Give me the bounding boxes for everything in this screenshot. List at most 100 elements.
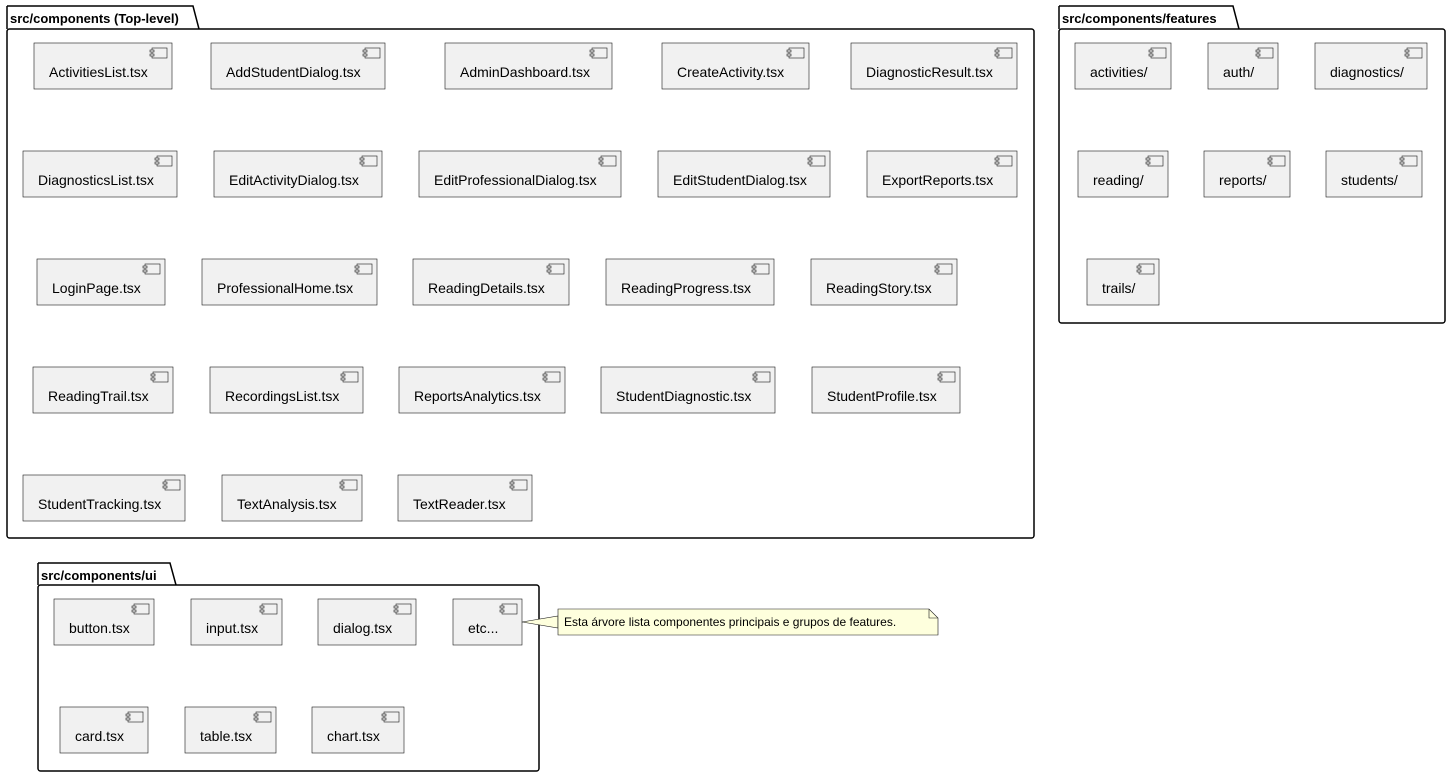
component-etc[interactable]: etc... xyxy=(452,598,523,646)
component-activitieslist-tsx[interactable]: ActivitiesList.tsx xyxy=(33,42,173,90)
component-textreader-tsx[interactable]: TextReader.tsx xyxy=(397,474,533,522)
component-label: button.tsx xyxy=(69,620,130,636)
component-box xyxy=(605,258,775,306)
component-label: DiagnosticsList.tsx xyxy=(38,172,154,188)
component-box xyxy=(33,42,173,90)
note-connector xyxy=(521,615,559,629)
component-editprofessionaldialog-tsx[interactable]: EditProfessionalDialog.tsx xyxy=(418,150,622,198)
component-box xyxy=(190,598,283,646)
component-icon xyxy=(1148,47,1167,59)
component-table-tsx[interactable]: table.tsx xyxy=(184,706,277,754)
package-frame xyxy=(1058,28,1446,324)
component-exportreports-tsx[interactable]: ExportReports.tsx xyxy=(866,150,1018,198)
component-box xyxy=(810,258,958,306)
component-icon xyxy=(1404,47,1423,59)
component-icon xyxy=(131,603,150,615)
component-createactivity-tsx[interactable]: CreateActivity.tsx xyxy=(661,42,810,90)
component-label: reports/ xyxy=(1219,172,1267,188)
component-box xyxy=(210,42,386,90)
component-label: ReadingStory.tsx xyxy=(826,280,932,296)
component-icon xyxy=(154,155,173,167)
component-label: activities/ xyxy=(1090,64,1148,80)
component-editstudentdialog-tsx[interactable]: EditStudentDialog.tsx xyxy=(657,150,831,198)
component-icon xyxy=(354,263,373,275)
component-chart-tsx[interactable]: chart.tsx xyxy=(311,706,405,754)
component-admindashboard-tsx[interactable]: AdminDashboard.tsx xyxy=(444,42,613,90)
component-box xyxy=(397,474,533,522)
component-label: TextAnalysis.tsx xyxy=(237,496,337,512)
component-readingprogress-tsx[interactable]: ReadingProgress.tsx xyxy=(605,258,775,306)
note-fold xyxy=(928,609,938,619)
component-addstudentdialog-tsx[interactable]: AddStudentDialog.tsx xyxy=(210,42,386,90)
component-box xyxy=(418,150,622,198)
component-reportsanalytics-tsx[interactable]: ReportsAnalytics.tsx xyxy=(398,366,566,414)
component-recordingslist-tsx[interactable]: RecordingsList.tsx xyxy=(209,366,364,414)
component-label: ExportReports.tsx xyxy=(882,172,993,188)
component-icon xyxy=(1255,47,1274,59)
component-icon xyxy=(125,711,144,723)
component-label: chart.tsx xyxy=(327,728,380,744)
component-studentdiagnostic-tsx[interactable]: StudentDiagnostic.tsx xyxy=(600,366,776,414)
component-readingdetails-tsx[interactable]: ReadingDetails.tsx xyxy=(412,258,570,306)
component-label: DiagnosticResult.tsx xyxy=(866,64,993,80)
component-label: dialog.tsx xyxy=(333,620,392,636)
component-icon xyxy=(150,371,169,383)
component-icon xyxy=(542,371,561,383)
component-icon xyxy=(786,47,805,59)
component-box xyxy=(201,258,378,306)
package-title: src/components/features xyxy=(1062,11,1217,26)
component-diagnostics[interactable]: diagnostics/ xyxy=(1314,42,1428,90)
component-label: ActivitiesList.tsx xyxy=(49,64,148,80)
component-textanalysis-tsx[interactable]: TextAnalysis.tsx xyxy=(221,474,363,522)
component-students[interactable]: students/ xyxy=(1325,150,1423,198)
package-features: src/components/features activities/auth/d… xyxy=(1058,5,1446,324)
component-professionalhome-tsx[interactable]: ProfessionalHome.tsx xyxy=(201,258,378,306)
component-label: StudentProfile.tsx xyxy=(827,388,937,404)
component-input-tsx[interactable]: input.tsx xyxy=(190,598,283,646)
component-label: ReportsAnalytics.tsx xyxy=(414,388,541,404)
component-icon xyxy=(339,479,358,491)
component-box xyxy=(398,366,566,414)
component-box xyxy=(22,150,178,198)
component-studenttracking-tsx[interactable]: StudentTracking.tsx xyxy=(22,474,186,522)
component-reports[interactable]: reports/ xyxy=(1203,150,1291,198)
package-frame xyxy=(37,584,540,772)
component-button-tsx[interactable]: button.tsx xyxy=(53,598,155,646)
component-activities[interactable]: activities/ xyxy=(1074,42,1172,90)
component-label: RecordingsList.tsx xyxy=(225,388,339,404)
component-loginpage-tsx[interactable]: LoginPage.tsx xyxy=(36,258,166,306)
component-diagnosticresult-tsx[interactable]: DiagnosticResult.tsx xyxy=(850,42,1018,90)
component-box xyxy=(661,42,810,90)
component-readingstory-tsx[interactable]: ReadingStory.tsx xyxy=(810,258,958,306)
package-tab xyxy=(1059,5,1240,30)
component-label: StudentTracking.tsx xyxy=(38,496,161,512)
component-icon xyxy=(142,263,161,275)
component-icon xyxy=(381,711,400,723)
component-box xyxy=(22,474,186,522)
note: Esta árvore lista componentes principais… xyxy=(521,608,939,636)
component-label: LoginPage.tsx xyxy=(52,280,141,296)
component-diagnosticslist-tsx[interactable]: DiagnosticsList.tsx xyxy=(22,150,178,198)
component-icon xyxy=(162,479,181,491)
component-label: card.tsx xyxy=(75,728,124,744)
component-label: AddStudentDialog.tsx xyxy=(226,64,361,80)
component-editactivitydialog-tsx[interactable]: EditActivityDialog.tsx xyxy=(213,150,383,198)
component-reading[interactable]: reading/ xyxy=(1077,150,1169,198)
component-auth[interactable]: auth/ xyxy=(1207,42,1279,90)
component-studentprofile-tsx[interactable]: StudentProfile.tsx xyxy=(811,366,961,414)
component-readingtrail-tsx[interactable]: ReadingTrail.tsx xyxy=(32,366,174,414)
component-trails[interactable]: trails/ xyxy=(1086,258,1160,306)
component-icon xyxy=(937,371,956,383)
component-label: ReadingDetails.tsx xyxy=(428,280,545,296)
component-label: students/ xyxy=(1341,172,1398,188)
component-card-tsx[interactable]: card.tsx xyxy=(59,706,149,754)
component-icon xyxy=(994,47,1013,59)
component-icon xyxy=(259,603,278,615)
component-box xyxy=(600,366,776,414)
component-label: StudentDiagnostic.tsx xyxy=(616,388,751,404)
component-icon xyxy=(359,155,378,167)
component-dialog-tsx[interactable]: dialog.tsx xyxy=(317,598,417,646)
component-label: CreateActivity.tsx xyxy=(677,64,784,80)
